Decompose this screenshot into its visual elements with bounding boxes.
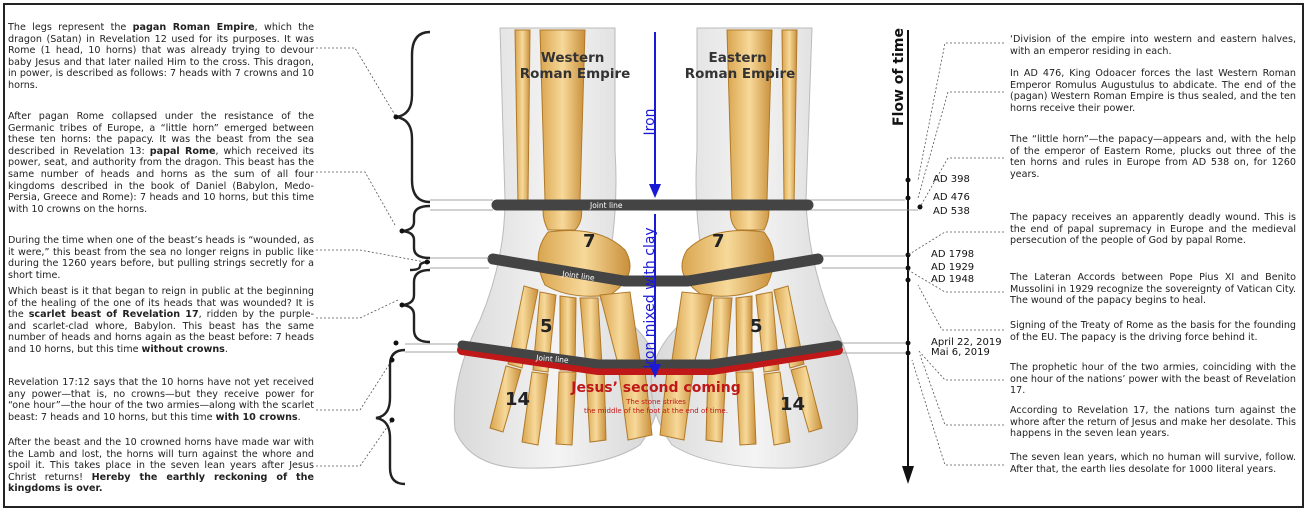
date-ad-476: AD 476 [933, 192, 970, 203]
right-note-1: ‘Division of the empire into western and… [1010, 34, 1296, 57]
number-5-right: 5 [750, 316, 763, 337]
stone-line-1: The stone strikes [625, 398, 686, 406]
left-note-2: After pagan Rome collapsed under the res… [8, 111, 314, 215]
date-ad-1929: AD 1929 [931, 262, 974, 273]
left-note-5: Revelation 17:12 says that the 10 horns … [8, 377, 314, 423]
iron-clay-label: Iron mixed with clay [642, 227, 658, 368]
date-ad-1948: AD 1948 [931, 274, 974, 285]
right-note-6: Signing of the Treaty of Rome as the bas… [1010, 320, 1296, 343]
right-fibula [782, 30, 797, 205]
stone-line-2: the middle of the foot at the end of tim… [584, 407, 728, 415]
right-note-9: The seven lean years, which no human wil… [1010, 452, 1296, 475]
right-note-3: The “little horn”—the papacy—appears and… [1010, 134, 1296, 180]
right-note-8: According to Revelation 17, the nations … [1010, 405, 1296, 440]
right-note-7: The prophetic hour of the two armies, co… [1010, 362, 1296, 397]
number-7-right: 7 [712, 231, 725, 252]
number-5-left: 5 [540, 316, 553, 337]
left-note-1: The legs represent the pagan Roman Empir… [8, 22, 314, 92]
left-braces [376, 32, 430, 484]
right-note-2: In AD 476, King Odoacer forces the last … [1010, 68, 1296, 114]
date-mai-6-2019: Mai 6, 2019 [931, 347, 990, 358]
iron-arrowhead [649, 184, 661, 198]
time-axis-arrowhead [902, 466, 914, 484]
left-note-6: After the beast and the 10 crowned horns… [8, 437, 314, 495]
joint-line-label-1: Joint line [589, 201, 623, 210]
left-fibula [515, 30, 530, 205]
date-ad-538: AD 538 [933, 206, 970, 217]
right-note-4: The papacy receives an apparently deadly… [1010, 212, 1296, 247]
flow-of-time-label: Flow of time [891, 28, 907, 126]
second-coming-label: Jesus’ second coming [570, 380, 740, 396]
right-note-5: The Lateran Accords between Pope Pius XI… [1010, 272, 1296, 307]
left-note-3: During the time when one of the beast’s … [8, 235, 314, 281]
number-14-right: 14 [780, 394, 805, 415]
number-7-left: 7 [583, 231, 596, 252]
iron-label: Iron [642, 108, 658, 135]
date-ad-398: AD 398 [933, 174, 970, 185]
date-ad-1798: AD 1798 [931, 249, 974, 260]
left-note-4: Which beast is it that began to reign in… [8, 286, 314, 356]
number-14-left: 14 [505, 389, 530, 410]
